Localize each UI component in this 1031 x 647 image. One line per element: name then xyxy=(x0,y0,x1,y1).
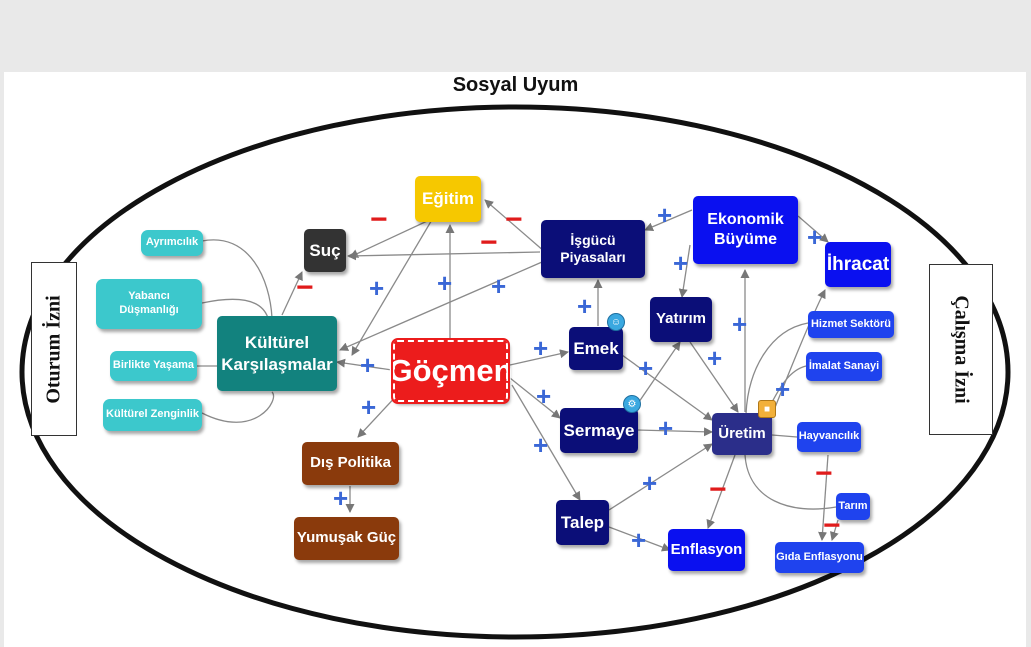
social-cohesion-boundary xyxy=(19,104,1011,640)
plus-sign: + xyxy=(437,268,453,298)
node-gocmen[interactable]: Göçmen xyxy=(388,338,513,404)
node-emek[interactable]: Emek xyxy=(569,327,623,370)
node-hayvancilik[interactable]: Hayvancılık xyxy=(797,422,861,452)
plus-sign: + xyxy=(775,374,791,404)
edge-emek-uretim xyxy=(621,354,713,421)
minus-sign: − xyxy=(480,226,498,259)
plus-sign: + xyxy=(369,273,385,303)
edge-talep-uretim xyxy=(608,443,713,511)
plus-sign: + xyxy=(533,333,549,363)
residence-permit-box: Oturum İzni xyxy=(31,262,77,436)
edge-tarim-uretim xyxy=(744,454,837,510)
minus-sign: − xyxy=(296,271,314,304)
edge-gocmen-sermaye xyxy=(509,377,561,419)
plus-sign: + xyxy=(360,350,376,380)
node-tarim[interactable]: Tarım xyxy=(836,493,870,520)
edge-ekonomik-ihracat xyxy=(797,215,829,243)
node-sermaye[interactable]: Sermaye xyxy=(560,408,638,453)
edge-egitim-suc xyxy=(349,215,439,258)
edge-uretim-ihracat xyxy=(769,289,826,421)
edge-gocmen-kulturel xyxy=(336,358,393,371)
plus-sign: + xyxy=(333,483,349,513)
node-suc[interactable]: Suç xyxy=(304,229,346,272)
node-ayrimcilik[interactable]: Ayrımcılık xyxy=(141,230,203,256)
edge-isgucu-kulturel xyxy=(339,261,543,351)
edge-yabanci-kulturel xyxy=(201,298,269,319)
node-isgucu-piyasalari[interactable]: İşgücü Piyasaları xyxy=(541,220,645,278)
edge-talep-enflasyon xyxy=(608,526,671,552)
plus-sign: + xyxy=(658,413,674,443)
edge-hayvancilik-uretim xyxy=(771,434,798,438)
plus-sign: + xyxy=(533,430,549,460)
edge-egitim-kulturel xyxy=(351,217,434,356)
edge-isgucu-egitim xyxy=(484,199,546,253)
minus-sign: − xyxy=(709,473,727,506)
minus-sign: − xyxy=(505,203,523,236)
work-permit-box: Çalışma İzni xyxy=(929,264,993,435)
edge-gocmen-talep xyxy=(511,384,581,501)
plus-sign: + xyxy=(631,525,647,555)
node-dis-politika[interactable]: Dış Politika xyxy=(302,442,399,485)
plus-sign: + xyxy=(707,343,723,373)
minus-sign: − xyxy=(815,457,833,490)
minus-sign: − xyxy=(370,203,388,236)
diagram-title: Sosyal Uyum xyxy=(452,74,579,96)
plus-sign: + xyxy=(642,468,658,498)
node-uretim[interactable]: Üretim xyxy=(712,413,772,455)
edge-sermaye-uretim xyxy=(636,427,713,437)
node-gida-enflasyonu[interactable]: Gıda Enflasyonu xyxy=(775,542,864,573)
node-imalat-sanayi[interactable]: İmalat Sanayi xyxy=(806,352,882,381)
node-ihracat[interactable]: İhracat xyxy=(825,242,891,287)
node-egitim[interactable]: Eğitim xyxy=(415,176,481,222)
plus-sign: + xyxy=(807,222,823,252)
residence-permit-label: Oturum İzni xyxy=(42,294,65,404)
edge-ekonomik-yatirim xyxy=(678,244,691,298)
edge-tarim-gida xyxy=(829,519,839,541)
work-permit-label: Çalışma İzni xyxy=(950,295,973,404)
edge-hayvancilik-gida xyxy=(818,454,829,541)
node-yatirim[interactable]: Yatırım xyxy=(650,297,712,342)
node-enflasyon[interactable]: Enflasyon xyxy=(668,529,745,571)
edge-kulturel-suc xyxy=(281,271,303,316)
node-kulturel-karsilasmalar[interactable]: Kültürel Karşılaşmalar xyxy=(217,316,337,391)
person-icon: ☺ xyxy=(607,313,625,331)
node-talep[interactable]: Talep xyxy=(556,500,609,545)
edge-uretim-enflasyon xyxy=(706,454,736,529)
plus-sign: + xyxy=(657,200,673,230)
plus-sign: + xyxy=(732,309,748,339)
node-yumusak-guc[interactable]: Yumuşak Güç xyxy=(294,517,399,560)
plus-sign: + xyxy=(638,353,654,383)
node-kulturel-zenginlik[interactable]: Kültürel Zenginlik xyxy=(103,399,202,431)
node-ekonomik-buyume[interactable]: Ekonomik Büyüme xyxy=(693,196,798,264)
plus-sign: + xyxy=(536,381,552,411)
edge-isgucu-suc xyxy=(347,251,541,261)
node-hizmet-sektoru[interactable]: Hizmet Sektörü xyxy=(808,311,894,338)
plus-sign: + xyxy=(673,248,689,278)
minus-sign: − xyxy=(823,509,841,542)
node-yabanci-dusmanligi[interactable]: Yabancı Düşmanlığı xyxy=(96,279,202,329)
edge-yatirim-uretim xyxy=(689,341,739,413)
plus-sign: + xyxy=(577,291,593,321)
edge-ayrimcilik-kulturel xyxy=(201,239,273,319)
edge-zenginlik-kulturel xyxy=(201,391,275,423)
gear-icon: ⚙ xyxy=(623,395,641,413)
edge-gocmen-emek xyxy=(509,349,569,366)
plus-sign: + xyxy=(361,392,377,422)
edge-hizmet-uretim xyxy=(745,322,809,415)
edge-ekonomik-isgucu xyxy=(644,209,693,232)
plus-sign: + xyxy=(491,271,507,301)
factory-icon: ■ xyxy=(758,400,776,418)
node-birlikte-yasama[interactable]: Birlikte Yaşama xyxy=(110,351,197,381)
